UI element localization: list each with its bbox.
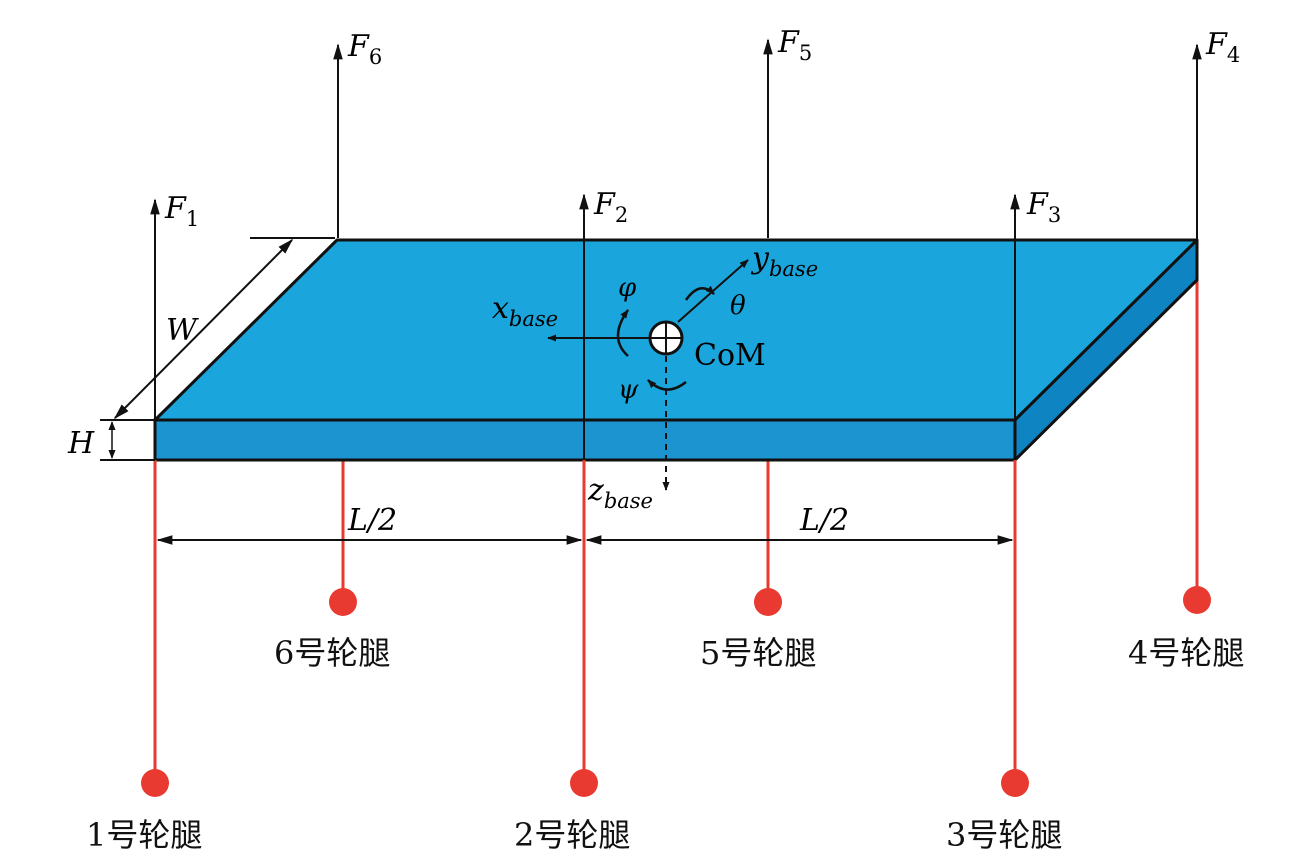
y-axis-label: ybase — [750, 241, 818, 281]
width-dimension-line — [113, 238, 294, 420]
phi-rotation-arrow — [616, 309, 630, 357]
leg-3-label: 3号轮腿 — [946, 816, 1062, 854]
width-label: W — [166, 313, 199, 348]
z-axis-label: zbase — [587, 473, 653, 513]
wheel-5 — [754, 588, 782, 616]
wheel-4 — [1183, 586, 1211, 614]
leg-6-label: 6号轮腿 — [274, 634, 390, 672]
half-length-right-label: L/2 — [799, 503, 849, 538]
theta-rotation-arrow — [684, 285, 715, 301]
leg-1-label: 1号轮腿 — [86, 816, 202, 854]
com-label: CoM — [694, 338, 766, 373]
phi-label: φ — [618, 273, 637, 303]
dimension-labels: W H L/2 L/2 — [67, 313, 849, 538]
width-dimension — [113, 237, 335, 420]
half-length-left-label: L/2 — [347, 503, 397, 538]
wheel-1 — [141, 769, 169, 797]
leg-2-label: 2号轮腿 — [514, 816, 630, 854]
theta-label: θ — [730, 291, 746, 321]
x-axis-label: xbase — [492, 291, 558, 331]
leg-4-label: 4号轮腿 — [1128, 634, 1244, 672]
force-5-label: F5 — [777, 25, 812, 65]
front-legs — [141, 460, 1029, 797]
force-2-label: F2 — [593, 187, 628, 227]
force-3-label: F3 — [1026, 187, 1061, 227]
axis-labels: xbase ybase zbase φ θ ψ CoM — [492, 241, 818, 513]
base-coordinate-frame — [547, 259, 749, 491]
force-labels: F1 F2 F3 F4 F5 F6 — [164, 25, 1240, 231]
force-1-label: F1 — [164, 191, 199, 231]
force-6-label: F6 — [347, 29, 382, 69]
leg-5-label: 5号轮腿 — [700, 634, 816, 672]
psi-rotation-arrow — [647, 379, 687, 391]
wheel-3 — [1001, 769, 1029, 797]
wheel-2 — [570, 769, 598, 797]
wheel-6 — [329, 588, 357, 616]
height-dimension — [100, 419, 155, 461]
psi-label: ψ — [618, 375, 639, 405]
back-legs — [329, 275, 1211, 616]
back-force-arrows — [333, 38, 1202, 240]
height-label: H — [67, 426, 95, 461]
force-4-label: F4 — [1205, 27, 1240, 67]
leg-labels: 1号轮腿 2号轮腿 3号轮腿 4号轮腿 5号轮腿 6号轮腿 — [86, 634, 1244, 854]
